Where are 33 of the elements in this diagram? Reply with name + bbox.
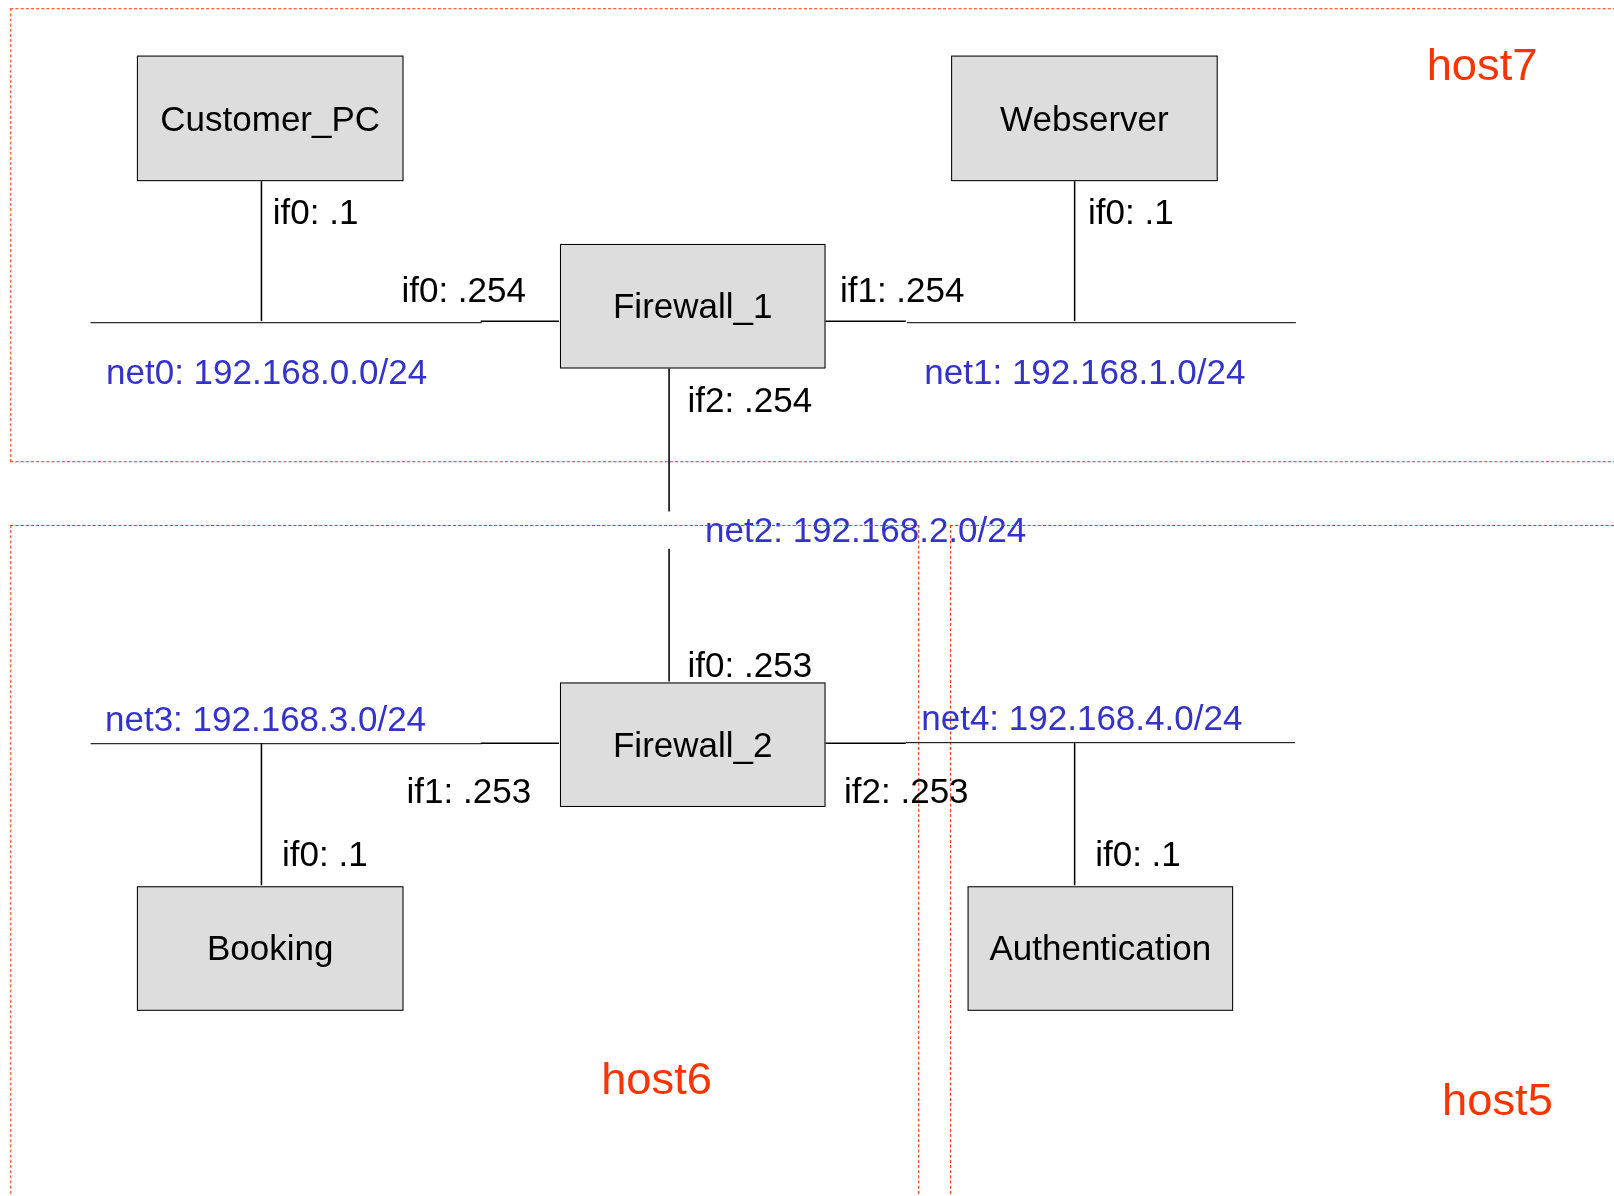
device-box: Customer_PC [136,55,404,182]
network-link [668,547,670,683]
network-link [260,179,263,322]
interface-label: if0: .1 [1095,835,1181,871]
interface-label: if0: .254 [401,271,526,307]
device-box: Booking [136,886,404,1011]
host-label: host5 [1442,1076,1553,1122]
device-box: Authentication [967,886,1234,1011]
interface-label: if2: .254 [687,381,813,417]
network-label: net0: 192.168.0.0/24 [106,354,428,390]
network-label: net1: 192.168.1.0/24 [924,354,1246,390]
network-link [260,742,263,886]
interface-label: if1: .254 [839,271,965,307]
interface-label: if1: .253 [406,773,532,809]
network-label: net4: 192.168.4.0/24 [921,699,1243,735]
host-label: host6 [601,1056,712,1102]
host-label: host7 [1426,42,1538,88]
device-box: Firewall_1 [559,243,826,369]
interface-label: if2: .253 [844,773,969,809]
network-label: net3: 192.168.3.0/24 [105,701,427,736]
interface-label: if0: .253 [687,647,813,683]
network-link [1073,742,1076,886]
interface-label: if0: .1 [272,194,359,230]
network-link [668,366,670,513]
network-link [479,742,560,744]
device-box: Webserver [951,55,1218,182]
device-box: Firewall_2 [559,682,826,807]
interface-label: if0: .1 [1088,194,1174,230]
network-link [1073,179,1076,322]
interface-label: if0: .1 [282,835,368,871]
network-link [823,320,907,322]
network-link [479,320,560,322]
network-link [823,742,907,744]
